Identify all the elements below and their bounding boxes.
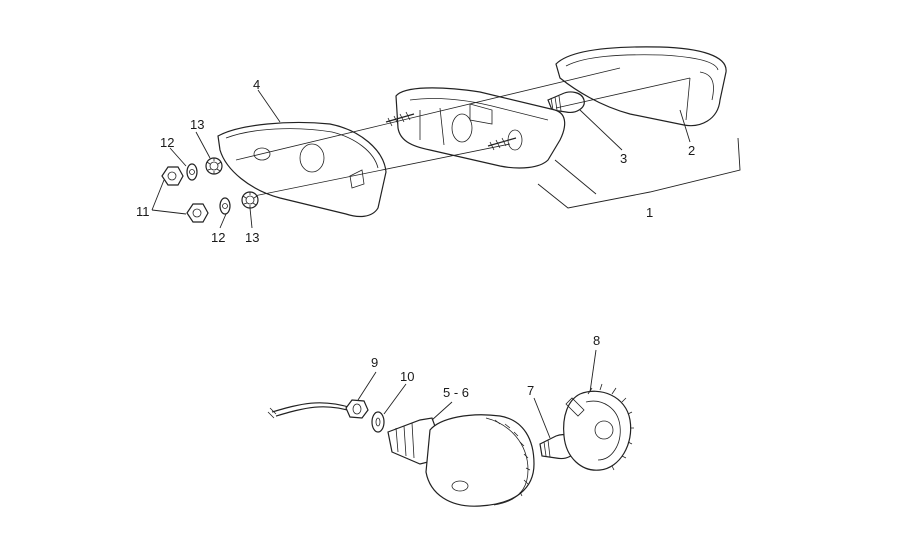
tail-light-bulb xyxy=(547,91,585,113)
assembly-axis-lines xyxy=(235,67,691,197)
callout-13-upper: 13 xyxy=(190,117,205,132)
turn-signal-nut-washer xyxy=(345,399,385,433)
callout-5-6: 5 - 6 xyxy=(443,385,470,400)
callout-11: 11 xyxy=(136,204,150,219)
lamp-base-holder xyxy=(395,87,566,169)
mounting-studs xyxy=(385,111,517,151)
leader-lines-lower xyxy=(357,349,597,439)
callout-12-lower: 12 xyxy=(211,230,226,245)
callout-3: 3 xyxy=(620,151,628,166)
callout-12-upper: 12 xyxy=(160,135,175,150)
turn-signal-body xyxy=(387,414,535,507)
turn-signal-reflector-ring xyxy=(563,383,634,471)
turn-signal-wiring xyxy=(267,402,355,419)
fastener-set-lower xyxy=(186,191,259,223)
callout-2: 2 xyxy=(688,143,696,158)
callout-13-lower: 13 xyxy=(245,230,260,245)
leader-lines-upper xyxy=(151,89,741,229)
callout-1: 1 xyxy=(646,205,654,220)
callout-8: 8 xyxy=(593,333,601,348)
callout-4: 4 xyxy=(253,77,261,92)
callout-10: 10 xyxy=(400,369,415,384)
callout-7: 7 xyxy=(527,383,535,398)
tail-light-housing xyxy=(217,121,387,218)
fastener-set-upper xyxy=(161,157,223,186)
callout-9: 9 xyxy=(371,355,379,370)
tail-light-lens xyxy=(555,46,727,127)
